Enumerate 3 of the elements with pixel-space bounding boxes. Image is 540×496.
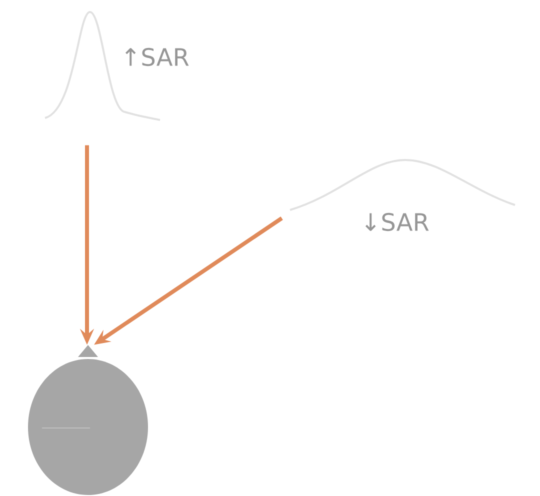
curve-label: ↓SAR xyxy=(365,212,429,232)
curve-label: ↑SAR xyxy=(125,48,189,66)
balloon-drawing xyxy=(28,345,148,495)
